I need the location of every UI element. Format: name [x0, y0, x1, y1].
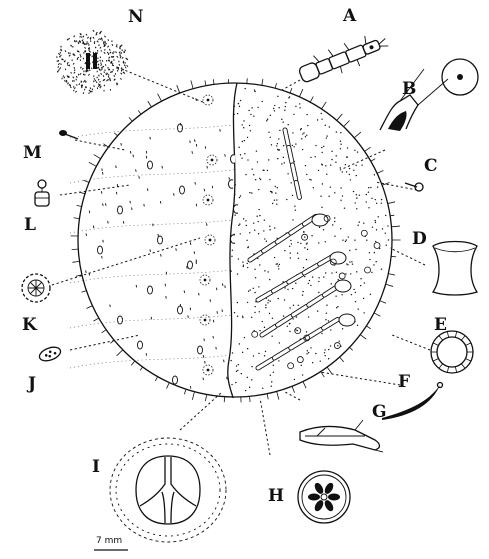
label-h: H — [268, 486, 284, 506]
figure-m-pin — [59, 130, 78, 139]
label-n: N — [128, 7, 144, 27]
figure-g-leg — [300, 420, 383, 452]
label-j: J — [26, 374, 36, 394]
figure-k-wheel — [22, 274, 50, 302]
scale-bar: 7 mm — [94, 536, 128, 550]
label-m: M — [23, 143, 42, 163]
label-e: E — [434, 315, 447, 335]
figure-d-cup — [433, 242, 477, 296]
label-i: I — [92, 457, 100, 477]
label-d: D — [412, 229, 427, 249]
label-f: F — [398, 372, 410, 392]
label-k: K — [22, 315, 38, 335]
figure-f-spine — [382, 383, 443, 421]
right-half-texture — [226, 88, 389, 391]
outline-hairs — [71, 78, 401, 402]
label-c: C — [424, 156, 438, 176]
label-a: A — [342, 6, 357, 26]
figure-l-vessel — [35, 180, 49, 206]
figure-c-pin — [405, 183, 423, 191]
left-half-features — [98, 95, 239, 384]
figure-i-tile — [110, 438, 226, 542]
figure-j-spot — [38, 345, 63, 364]
right-half-features — [250, 130, 380, 369]
figure-b-cell — [380, 59, 478, 131]
figure-n-disc — [57, 30, 128, 94]
figure-e-ring — [431, 331, 473, 373]
main-sphere — [70, 78, 401, 402]
figure-a-antenna — [296, 28, 391, 87]
scale-bar-label: 7 mm — [96, 536, 122, 546]
figure-h-rosette — [298, 471, 350, 523]
label-b: B — [402, 79, 416, 99]
label-g: G — [372, 402, 387, 422]
label-l: L — [24, 215, 36, 235]
